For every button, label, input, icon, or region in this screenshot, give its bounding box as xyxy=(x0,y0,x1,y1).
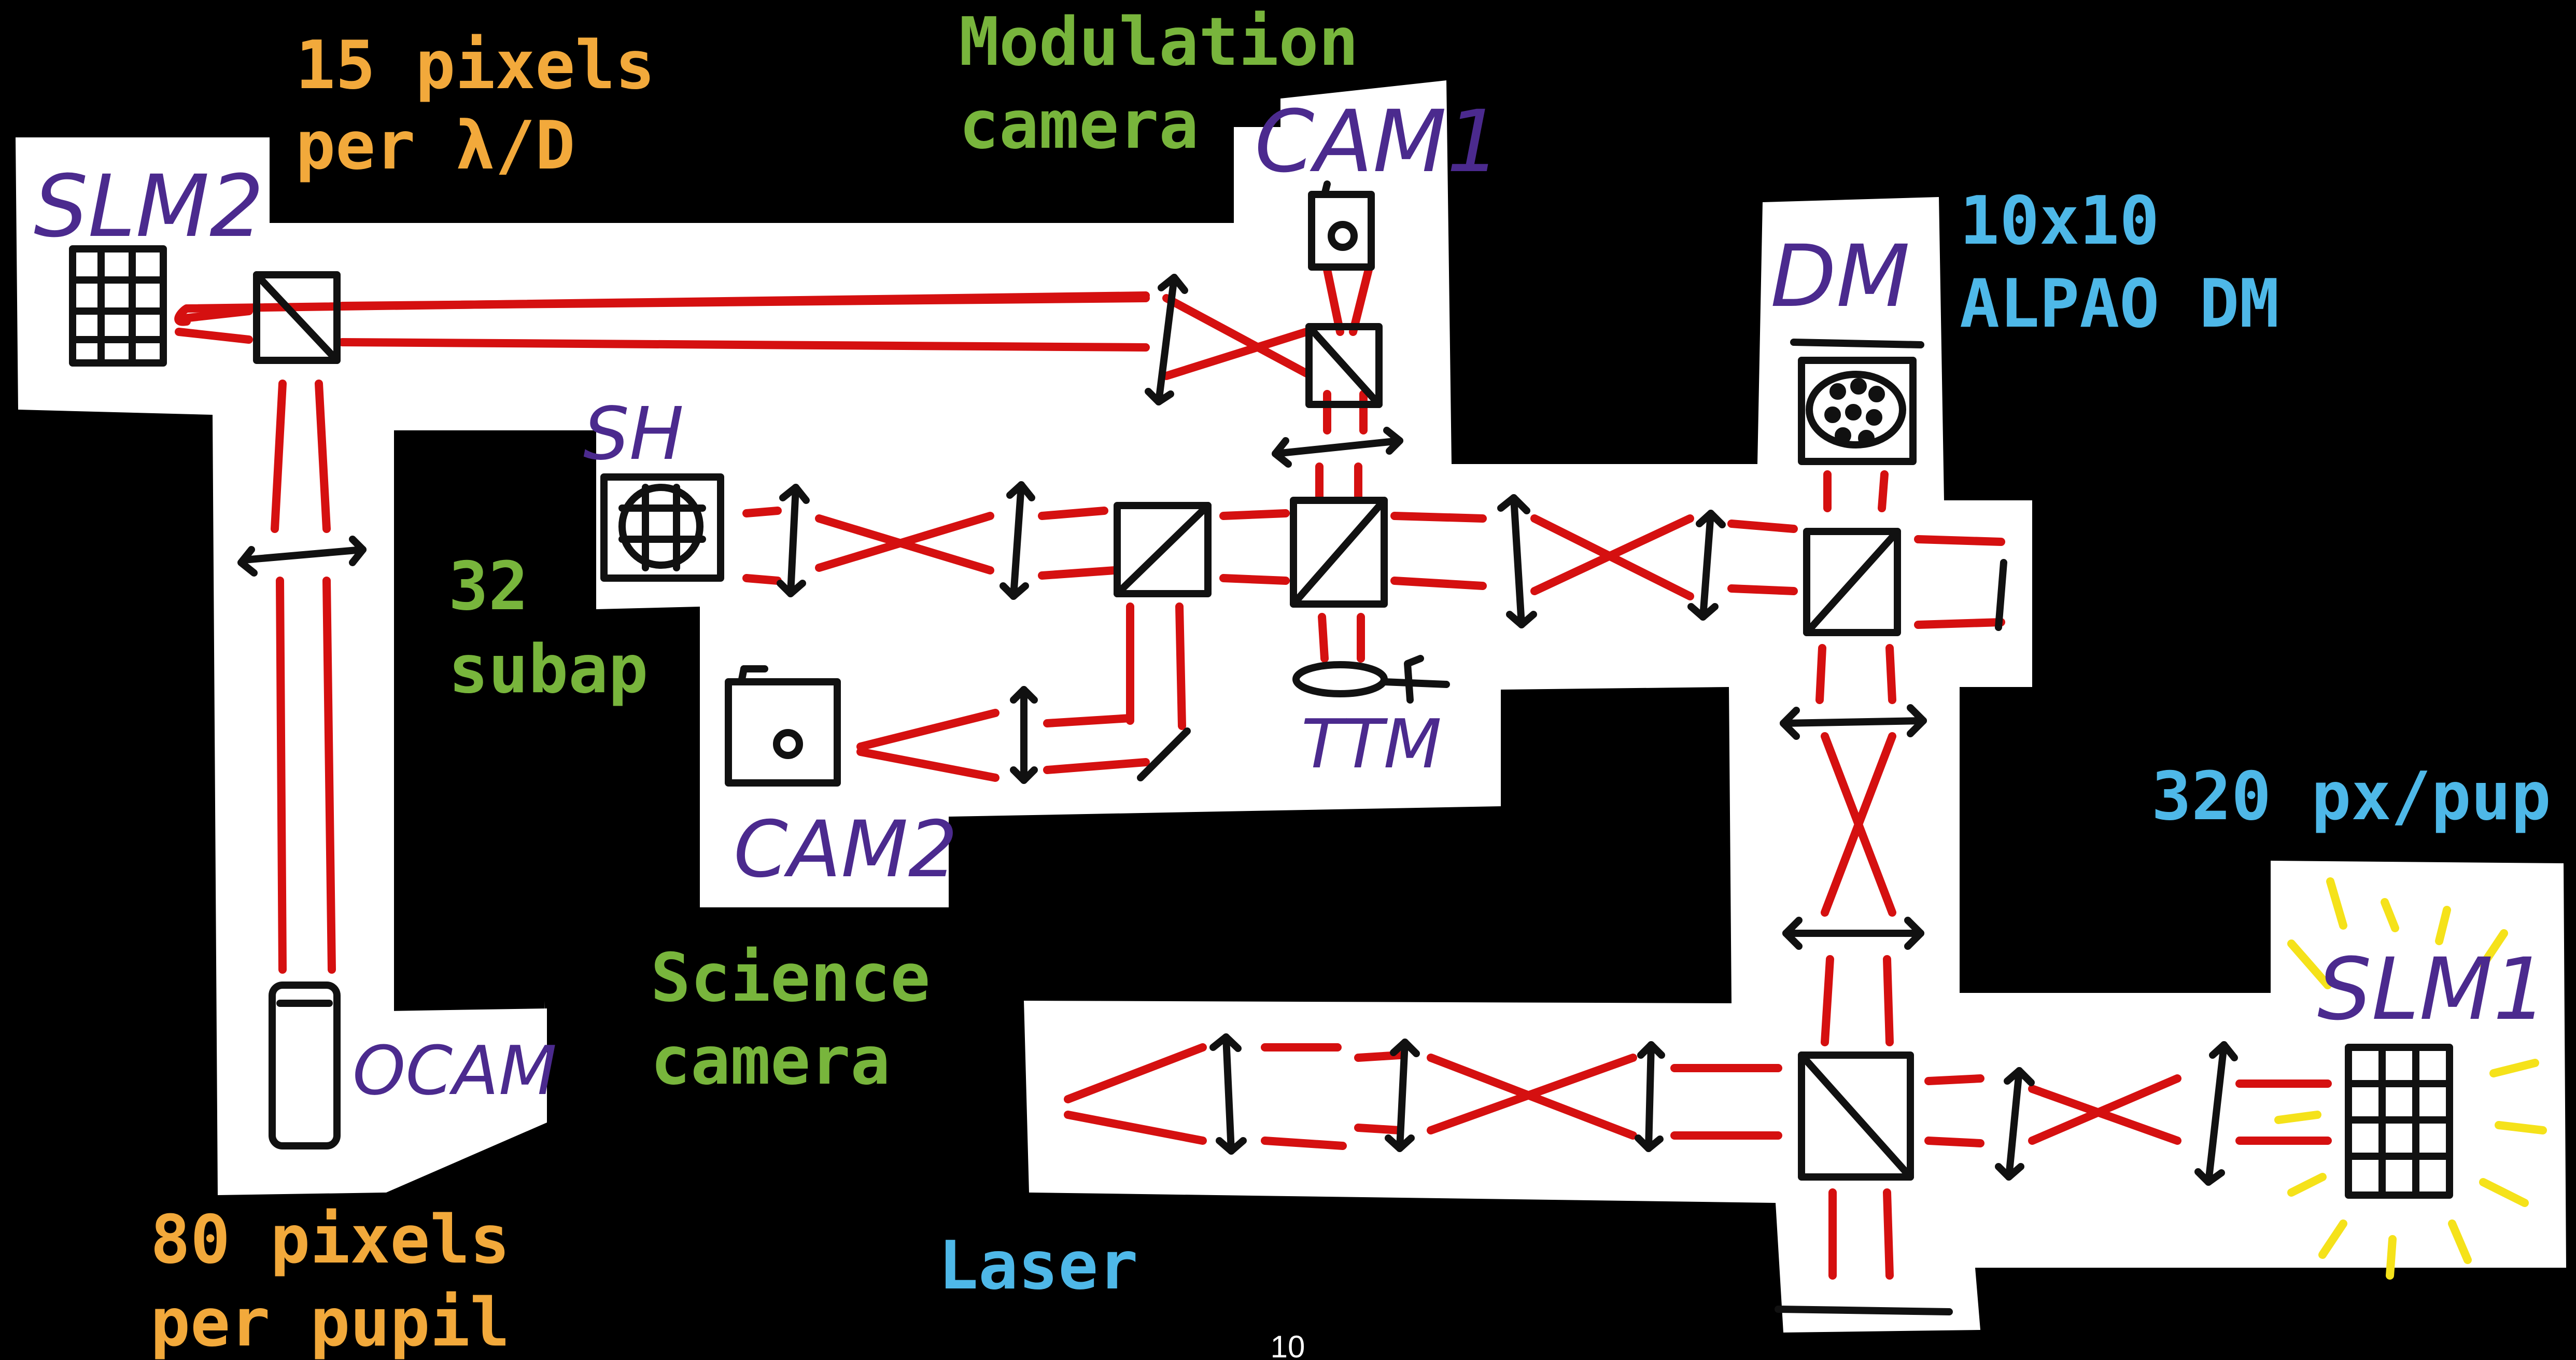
laser-beams xyxy=(174,265,2332,1280)
lens-icon xyxy=(1497,494,1537,628)
mirror-icon xyxy=(1775,1306,1953,1315)
camera-icon xyxy=(269,982,341,1149)
beamsplitter-icon xyxy=(1114,502,1212,597)
tip-tilt-mirror-icon xyxy=(1292,655,1450,704)
ocam-sampling-label-2: per pupil xyxy=(150,1284,510,1360)
bench-panel xyxy=(16,80,2566,1333)
shack-hartmann-icon xyxy=(600,473,724,582)
orange-labels: 15 pixels per λ/D 80 pixels per pupil xyxy=(150,27,655,1360)
slm1-sampling-label: 320 px/pup xyxy=(2151,758,2551,835)
ttm-label: TTM xyxy=(1301,705,1442,783)
lens-icon xyxy=(1635,1041,1665,1152)
slm-grid-icon xyxy=(2345,1044,2453,1199)
lens-icon xyxy=(1272,427,1403,468)
modulation-camera-label: Modulation xyxy=(959,4,1359,81)
slm2-label: SLM2 xyxy=(34,157,264,256)
dm-label: DM xyxy=(1770,227,1910,326)
optical-components xyxy=(69,180,2453,1315)
lens-icon xyxy=(1687,510,1726,621)
slm-grid-icon xyxy=(69,245,167,367)
science-camera-label: Science xyxy=(651,940,930,1017)
blue-labels: 10x10 ALPAO DM 320 px/pup Laser xyxy=(938,183,2551,1305)
cam2-label: CAM2 xyxy=(734,805,958,895)
dm-size-label: 10x10 xyxy=(1960,183,2159,260)
laser-label: Laser xyxy=(938,1227,1138,1305)
beamsplitter-icon xyxy=(1290,497,1388,608)
glow-icon xyxy=(2274,877,2547,1280)
green-labels: Modulation camera 32 subap Science camer… xyxy=(448,4,1359,1100)
lens-icon xyxy=(777,484,810,597)
subap-label: subap xyxy=(448,631,648,708)
lens-icon xyxy=(1145,274,1188,405)
lens-icon xyxy=(1010,686,1038,784)
slm1-label: SLM1 xyxy=(2317,940,2547,1039)
camera-icon xyxy=(1308,180,1375,271)
beamsplitter-icon xyxy=(253,271,341,364)
mirror-icon xyxy=(1137,727,1191,781)
slm2-sampling-label: 15 pixels xyxy=(295,27,655,104)
lens-icon xyxy=(1000,481,1035,600)
lens-icon xyxy=(1782,917,1924,950)
science-camera-label-2: camera xyxy=(651,1022,890,1100)
ocam-label: OCAM xyxy=(353,1031,557,1110)
mirror-icon xyxy=(1995,559,2007,631)
modulation-camera-label-2: camera xyxy=(959,87,1199,164)
camera-icon xyxy=(725,665,841,787)
deformable-mirror-icon xyxy=(1790,339,1924,465)
beamsplitter-icon xyxy=(1798,1051,1914,1181)
slm2-sampling-label-2: per λ/D xyxy=(295,107,575,185)
lens-icon xyxy=(237,536,367,577)
lens-icon xyxy=(1780,704,1927,740)
lens-icon xyxy=(1209,1033,1247,1155)
page-number: 10 xyxy=(1271,1329,1305,1360)
dm-model-label: ALPAO DM xyxy=(1960,265,2279,343)
purple-labels: SLM2 CAM1 DM SH TTM CAM2 OCAM SLM1 xyxy=(34,92,2547,1110)
lens-icon xyxy=(2194,1041,2238,1186)
subap-count-label: 32 xyxy=(448,548,528,625)
beamsplitter-icon xyxy=(1803,528,1901,636)
sh-label: SH xyxy=(583,392,684,476)
cam1-label: CAM1 xyxy=(1255,92,1501,191)
lens-icon xyxy=(1385,1039,1420,1152)
lens-icon xyxy=(1995,1067,2035,1181)
ocam-sampling-label: 80 pixels xyxy=(150,1201,510,1279)
beamsplitter-icon xyxy=(1305,323,1383,408)
